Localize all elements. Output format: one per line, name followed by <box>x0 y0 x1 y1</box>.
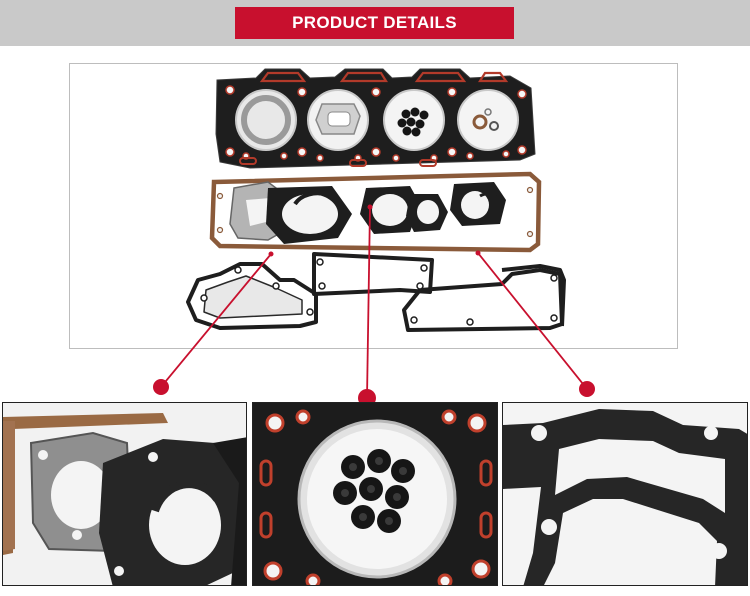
main-product-photo <box>69 63 678 349</box>
valve-cover-gasket-illustration <box>209 171 542 253</box>
callout-origin-left <box>268 251 274 257</box>
section-title: PRODUCT DETAILS <box>235 7 514 39</box>
callout-origin-right <box>475 250 481 256</box>
cover-gaskets-illustration <box>186 252 566 332</box>
detail-photo-cover-gasket <box>502 402 748 586</box>
callout-origin-center <box>367 204 373 210</box>
callout-line-left <box>160 253 272 388</box>
callout-line-right <box>477 252 588 390</box>
callout-line-center <box>366 206 371 399</box>
detail-photo-valve-stem-seals <box>252 402 498 586</box>
callout-dot-right <box>579 381 595 397</box>
flange-gaskets-illustration <box>229 181 506 244</box>
callout-dot-left <box>153 379 169 395</box>
head-gasket-illustration <box>215 68 536 169</box>
detail-photo-flange-gaskets <box>2 402 247 586</box>
